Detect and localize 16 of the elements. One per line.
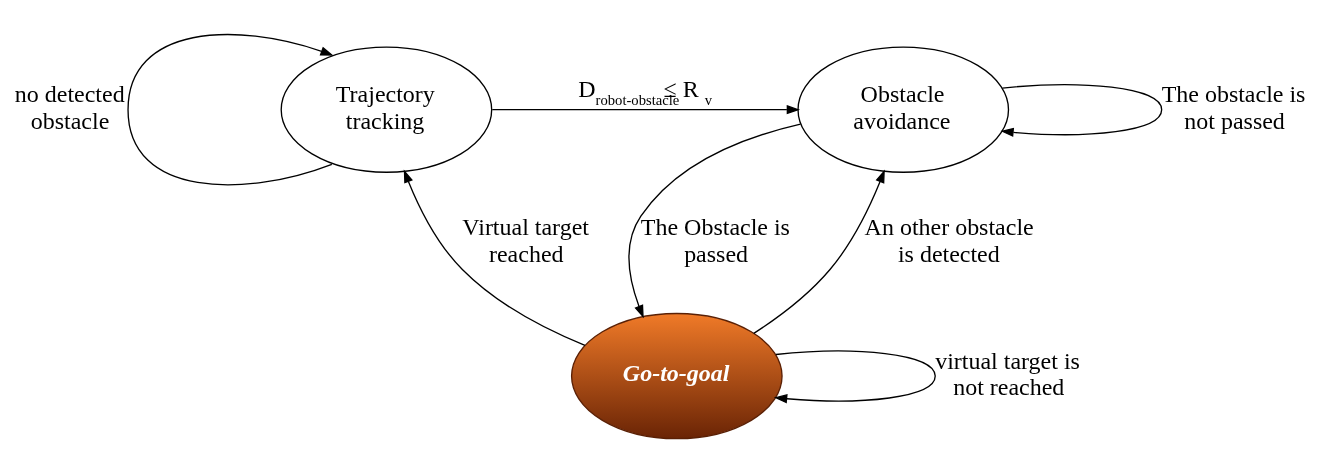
- edge-label: no detected obstacle: [14, 81, 125, 134]
- node-ellipse: Obstacle avoidance: [797, 46, 1010, 173]
- edge-label: D$_{robot-obstacle}$ ≤ R$_{v}$: [578, 75, 713, 108]
- edge-label: The obstacle is not passed: [1161, 81, 1306, 134]
- arrow: [491, 105, 800, 115]
- arrow: [628, 123, 802, 319]
- edge-label: An other obstacle is detected: [864, 214, 1034, 268]
- edge-label: virtual target is not reached: [935, 347, 1080, 401]
- edge-label: Virtual target reached: [462, 214, 589, 268]
- node-ellipse: Go-to-goal: [570, 312, 783, 440]
- arrow: [127, 33, 334, 186]
- arrow: [1000, 84, 1163, 137]
- arrow: [773, 350, 936, 404]
- arrow: [403, 169, 586, 347]
- edge-label: The Obstacle is passed: [640, 214, 790, 268]
- arrow: [753, 169, 885, 335]
